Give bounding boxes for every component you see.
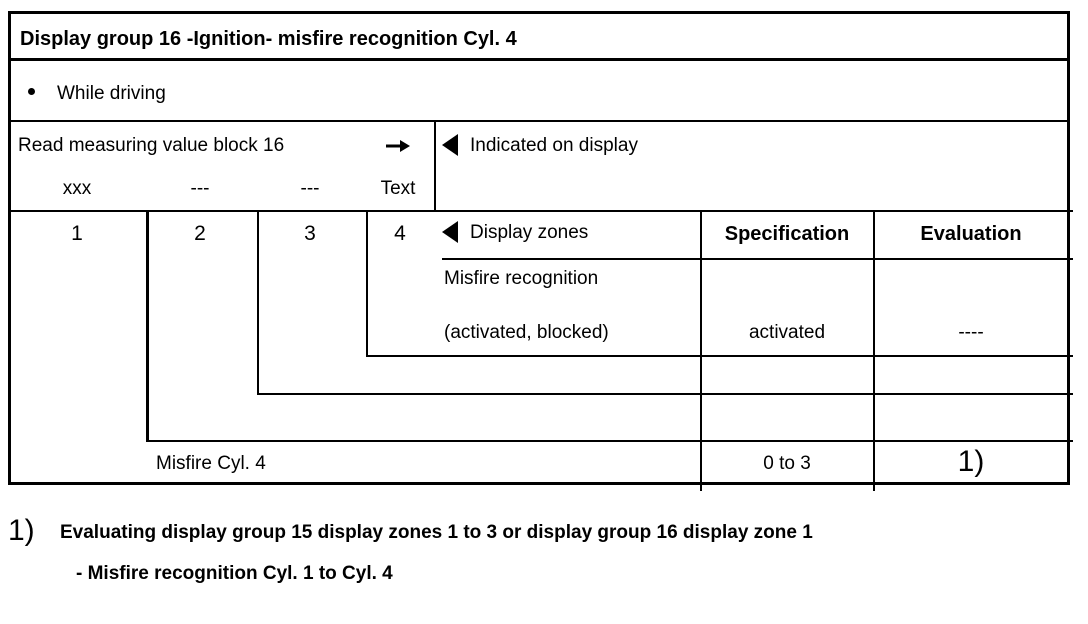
unit-cell-4: Text [380,178,416,200]
display-zones-header: Display zones [470,222,589,244]
triangle-left-icon-zones [442,221,458,243]
footnote-line-2: - Misfire recognition Cyl. 1 to Cyl. 4 [76,563,393,584]
rule-under-title [8,58,1070,61]
rule-under-units [8,210,442,212]
footnote-line-1: Evaluating display group 15 display zone… [60,522,813,543]
bullet-point-icon [28,88,35,95]
footnote-marker: 1) [8,514,35,547]
divider-zone2-zone3 [257,210,259,395]
indicated-on-display-label: Indicated on display [470,135,638,157]
rule-row3-bottom [146,440,1073,442]
display-zone-number-4: 4 [394,221,406,245]
rule-row2-bottom [257,393,1073,395]
divider-name-specification [700,210,702,491]
unit-cell-2: --- [190,178,210,200]
table-row-evaluation-footnote-ref: 1) [957,444,985,478]
divider-specification-evaluation [873,210,875,491]
divider-zone3-zone4 [366,210,368,357]
specification-table [8,11,1073,491]
display-zone-number-2: 2 [194,221,206,245]
read-measuring-block-instruction: Read measuring value block 16 [18,135,285,157]
display-zone-number-3: 3 [304,221,316,245]
table-row-name-line2: (activated, blocked) [444,322,609,344]
table-row-specification-range: 0 to 3 [763,453,811,475]
table-row-evaluation: ---- [958,322,984,344]
specification-header: Specification [724,222,850,245]
rule-under-indicated [442,210,1073,212]
condition-text: While driving [57,83,166,105]
table-row-name-line1: Misfire recognition [444,268,599,290]
rule-under-zone-headers [442,258,1073,260]
unit-cell-3: --- [300,178,320,200]
divider-zone1-zone2 [146,210,149,442]
display-zone-number-1: 1 [71,221,83,245]
unit-cell-1: xxx [62,178,92,200]
table-row-specification: activated [748,322,826,344]
triangle-left-icon-indicated [442,134,458,156]
evaluation-header: Evaluation [920,222,1022,245]
divider-block-indicated [434,120,436,210]
rule-row1-bottom [366,355,1073,357]
table-row-name-misfire-cyl4: Misfire Cyl. 4 [156,453,266,475]
page-title: Display group 16 -Ignition- misfire reco… [20,27,517,50]
rule-under-bullet [8,120,1070,122]
arrow-right-icon [386,137,414,155]
